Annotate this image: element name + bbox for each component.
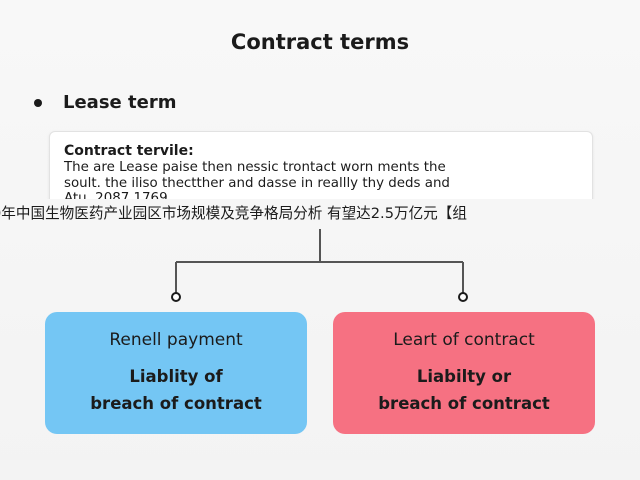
contract-term-box: Leart of contract Liabilty or breach of …	[333, 312, 595, 434]
left-box-label: Renell payment	[109, 330, 243, 350]
contract-text-card: Contract tervile: The are Lease paise th…	[49, 131, 593, 210]
bullet-label: Lease term	[63, 92, 177, 113]
right-box-sub-line-2: breach of contract	[378, 394, 550, 413]
right-box-sub-line-1: Liabilty or	[416, 367, 512, 386]
bullet-dot-icon	[34, 98, 42, 107]
bullet-item: Lease term	[34, 92, 176, 113]
card-line-1: The are Lease paise then nessic trontact…	[64, 160, 446, 175]
connector-left-node-icon	[171, 292, 181, 302]
card-heading: Contract tervile:	[64, 143, 194, 159]
right-box-label: Leart of contract	[393, 330, 535, 350]
renewal-payment-box: Renell payment Liablity of breach of con…	[45, 312, 307, 434]
connector-right-node-icon	[458, 292, 468, 302]
overlay-banner-text: 0年中国生物医药产业园区市场规模及竞争格局分析 有望达2.5万亿元【组	[0, 199, 640, 229]
left-box-sub-line-2: breach of contract	[90, 394, 262, 413]
card-line-2: soult. the iliso thectther and dasse in …	[64, 175, 450, 191]
left-box-sub-line-1: Liablity of	[129, 367, 223, 386]
diagram-title: Contract terms	[230, 30, 410, 54]
